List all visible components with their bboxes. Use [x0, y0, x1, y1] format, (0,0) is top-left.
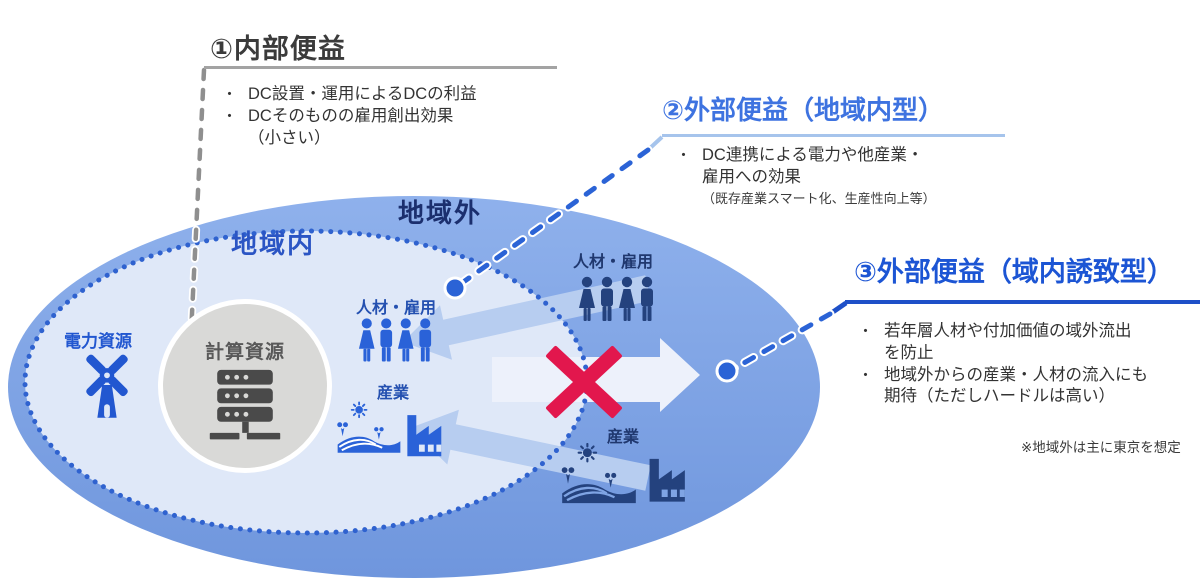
panel2-bullet-1: ・ DC連携による電力や他産業・ 雇用への効果 （既存産業スマート化、生産性向上…	[676, 145, 986, 207]
compute-resource-label: 計算資源	[204, 342, 285, 363]
blocked-cross-icon	[546, 345, 622, 419]
panel2-bullet-1-line2: 雇用への効果	[702, 167, 801, 186]
compute-resource-node: 計算資源	[158, 299, 332, 473]
bullet-marker: ・	[858, 323, 874, 340]
panel3-bullet-2: ・ 地域外からの産業・人材の流入にも 期待（ただしハードルは高い）	[858, 365, 1200, 409]
industry-inner-label: 産業	[377, 385, 410, 402]
bullet-marker: ・	[676, 147, 692, 164]
panel3-bullet-1-line1: 若年層人材や付加価値の域外流出	[884, 322, 1132, 340]
power-resource-label: 電力資源	[64, 332, 132, 351]
connector-panel3	[715, 300, 848, 383]
panel3-bullet-2-line1: 地域外からの産業・人材の流入にも	[884, 365, 1148, 384]
panel3-title: ③外部便益（域内誘致型）	[854, 257, 1174, 287]
panel2-bullet-1-text: DC連携による電力や他産業・ 雇用への効果 （既存産業スマート化、生産性向上等）	[702, 145, 986, 207]
panel1-underline	[204, 66, 557, 69]
panel1-bullet-2-line2: （小さい）	[248, 128, 331, 147]
bullet-marker: ・	[858, 366, 874, 384]
panel2-bullets: ・ DC連携による電力や他産業・ 雇用への効果 （既存産業スマート化、生産性向上…	[676, 145, 986, 207]
people-group-outer-icon	[579, 276, 653, 321]
panel2-title: ②外部便益（地域内型）	[662, 95, 945, 125]
people-group-icon	[358, 318, 432, 362]
hr-inner-label: 人材・雇用	[356, 300, 437, 317]
panel1-bullet-2-text: DCそのものの雇用創出効果 （小さい）	[248, 106, 522, 150]
panel1-bullet-2: ・ DCそのものの雇用創出効果 （小さい）	[222, 106, 522, 150]
windmill-icon	[86, 354, 128, 418]
server-icon	[209, 369, 281, 440]
hr-outer-label: 人材・雇用	[573, 254, 654, 271]
panel3-bullet-1-text: 若年層人材や付加価値の域外流出 を防止	[884, 321, 1200, 365]
panel1-bullet-1-text: DC設置・運用によるDCの利益	[248, 85, 477, 103]
panel3-bullet-2-text: 地域外からの産業・人材の流入にも 期待（ただしハードルは高い）	[884, 365, 1200, 409]
panel1-bullets: ・ DC設置・運用によるDCの利益 ・ DCそのものの雇用創出効果 （小さい）	[222, 84, 522, 149]
panel2-bullet-1-line1: DC連携による電力や他産業・	[702, 146, 924, 164]
connector-panel2	[443, 135, 664, 300]
bullet-marker: ・	[222, 107, 238, 125]
panel1-title: ①内部便益	[210, 34, 346, 64]
farm-field-icon	[337, 401, 401, 453]
factory-icon	[407, 415, 442, 457]
industry-outer-label: 産業	[607, 429, 640, 446]
panel1-bullet-1: ・ DC設置・運用によるDCの利益	[222, 84, 522, 106]
bullet-marker: ・	[222, 86, 238, 103]
panel3-bullet-2-line2: 期待（ただしハードルは高い）	[884, 387, 1115, 406]
outer-region-label: 地域外	[398, 198, 483, 228]
panel2-bullet-note: （既存産業スマート化、生産性向上等）	[702, 190, 936, 206]
panel2-underline	[662, 134, 1005, 137]
panel3-underline	[845, 300, 1200, 304]
footnote: ※地域外は主に東京を想定	[1021, 440, 1181, 455]
arrow-inward-lower	[410, 409, 651, 491]
panel3-bullet-1: ・ 若年層人材や付加価値の域外流出 を防止	[858, 321, 1200, 365]
factory-outer-icon	[649, 458, 685, 502]
panel3-bullets: ・ 若年層人材や付加価値の域外流出 を防止 ・ 地域外からの産業・人材の流入にも…	[858, 321, 1200, 408]
panel3-bullet-1-line2: を防止	[884, 343, 934, 362]
inner-region-label: 地域内	[231, 229, 316, 259]
farm-field-outer-icon	[561, 443, 636, 504]
panel1-bullet-2-line1: DCそのものの雇用創出効果	[248, 106, 454, 125]
